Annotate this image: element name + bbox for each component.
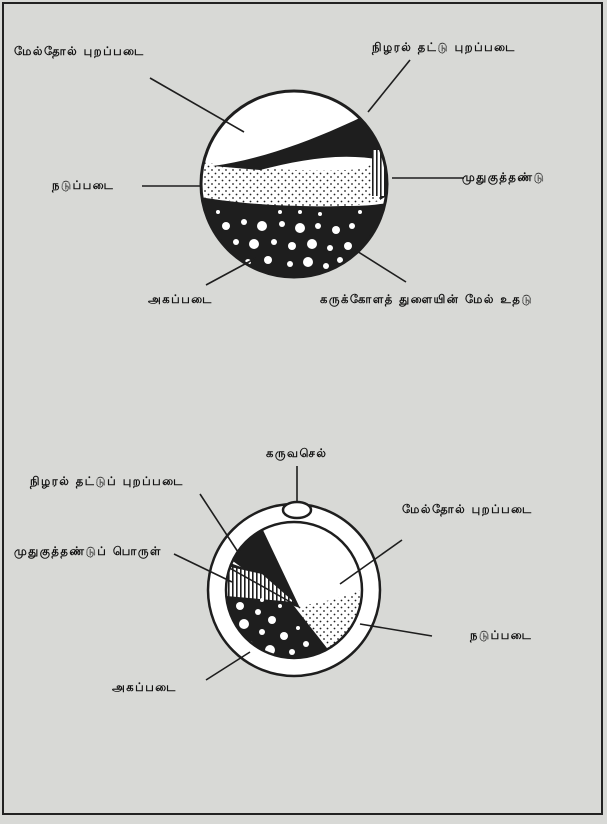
top-embryo [142, 60, 464, 290]
top-label-neural-plate: நிழரல் தட்டு புறப்படை [372, 40, 516, 56]
bottom-label-endoderm: அகப்படை [112, 680, 177, 696]
bottom-label-neural-plate: நிழரல் தட்டுப் புறப்படை [30, 474, 184, 490]
top-label-blastopore-lip: கருக்கோளத் துளையின் மேல் உதடு [320, 292, 533, 308]
top-label-epidermis: மேல்தோல் புறப்படை [14, 44, 145, 60]
bottom-label-epidermis: மேல்தோல் புறப்படை [402, 502, 533, 518]
top-label-notochord: முதுகுத்தண்டு [462, 170, 545, 186]
bottom-label-polar-body: கருவசெல் [266, 446, 327, 462]
bottom-embryo [174, 466, 432, 680]
bottom-label-mesoderm: நடுப்படை [470, 628, 532, 644]
top-label-mesoderm: நடுப்படை [52, 178, 114, 194]
bottom-polar-body [283, 502, 311, 518]
top-label-endoderm: அகப்படை [148, 292, 213, 308]
bottom-label-notochord: முதுகுத்தண்டுப் பொருள் [14, 544, 162, 560]
